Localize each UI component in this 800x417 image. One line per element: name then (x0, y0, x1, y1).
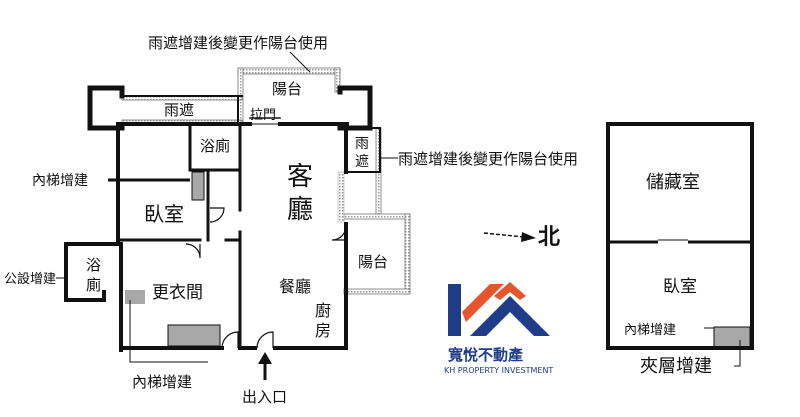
room-bedroom-right: 臥室 (663, 277, 697, 297)
leader-lines (56, 51, 741, 367)
room-dressing: 更衣間 (152, 283, 203, 303)
note-public-ext: 公設增建 (4, 271, 56, 287)
logo-mark (448, 282, 550, 336)
compass: 北 (483, 225, 560, 250)
note-entrance: 出入口 (242, 388, 287, 406)
room-awning: 雨遮 (164, 101, 194, 119)
room-awning-right-2: 遮 (355, 154, 369, 170)
room-living-2: 廳 (287, 195, 313, 225)
room-balcony-top: 陽台 (272, 80, 302, 98)
note-inner-stair-bottom: 內梯增建 (132, 373, 192, 391)
door-swings (185, 207, 347, 349)
note-top: 雨遮增建後變更作陽台使用 (148, 34, 328, 52)
room-bath-left-1: 浴 (86, 256, 101, 274)
room-storage: 儲藏室 (646, 172, 700, 193)
note-inner-stair-right: 內梯增建 (624, 323, 676, 338)
room-sliding-door: 拉門 (250, 108, 276, 123)
room-balcony-right: 陽台 (358, 253, 388, 271)
note-right: 雨遮增建後變更作陽台使用 (398, 150, 578, 168)
room-living-1: 客 (287, 162, 313, 192)
company-logo: 寬悅不動產 KH PROPERTY INVESTMENT (444, 282, 553, 375)
walls-main (64, 85, 381, 352)
room-kitchen-2: 房 (315, 321, 331, 340)
walls-mezzanine (606, 122, 754, 350)
logo-name-cn: 寬悅不動產 (448, 346, 523, 364)
note-inner-stair-left: 內梯增建 (32, 173, 88, 189)
room-bath-top: 浴廁 (200, 137, 230, 155)
room-kitchen-1: 廚 (315, 301, 331, 320)
entrance-arrow (258, 352, 272, 380)
north-label: 北 (538, 225, 560, 250)
room-bedroom: 臥室 (144, 202, 184, 226)
room-awning-right-1: 雨 (355, 136, 369, 152)
stairs (125, 171, 751, 348)
room-dining: 餐廳 (279, 277, 311, 296)
room-bath-left-2: 廁 (86, 276, 101, 294)
logo-name-en: KH PROPERTY INVESTMENT (444, 366, 553, 375)
note-mezzanine: 夾層增建 (640, 356, 712, 377)
